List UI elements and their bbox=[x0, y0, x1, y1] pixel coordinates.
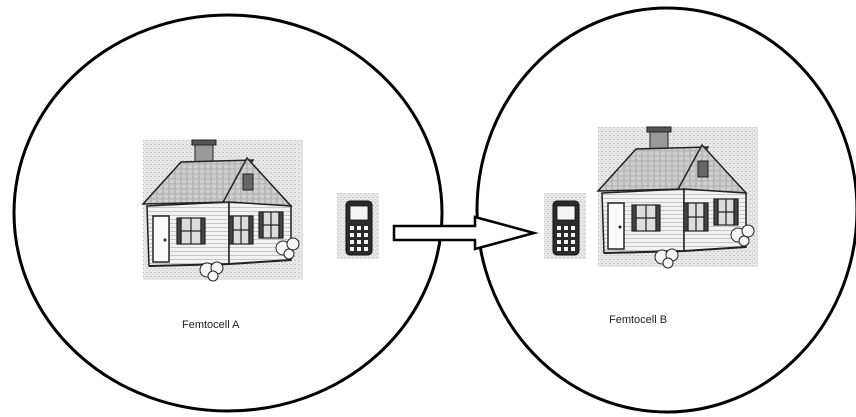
house-icon bbox=[143, 140, 303, 281]
handover-arrow-icon bbox=[394, 217, 534, 249]
mobile-phone-icon bbox=[337, 193, 379, 259]
femtocell-b-label: Femtocell B bbox=[609, 314, 667, 326]
femtocell-a-label: Femtocell A bbox=[182, 319, 239, 331]
house-icon bbox=[598, 127, 758, 268]
mobile-phone-icon bbox=[544, 193, 586, 259]
